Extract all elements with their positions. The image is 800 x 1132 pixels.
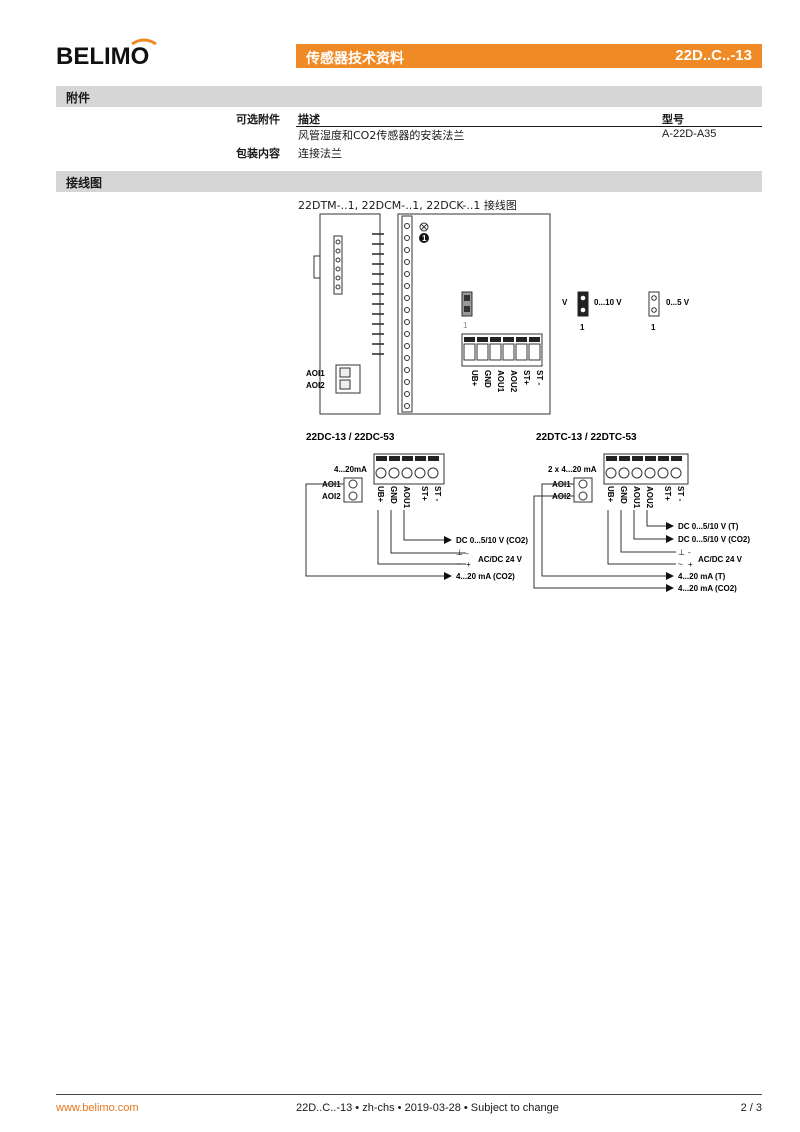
terminal-label: UB+ <box>376 486 385 503</box>
circuit-board <box>397 213 551 415</box>
output-label: 4...20 mA (CO2) <box>456 572 515 581</box>
header-bar: 传感器技术资料 22D..C..-13 <box>296 44 762 68</box>
col-description-header: 描述 <box>298 113 320 126</box>
aoi2-label: AOI2 <box>306 381 325 390</box>
minus-symbol: - <box>466 549 469 558</box>
terminal-label: GND <box>619 486 628 504</box>
output-label: DC 0...5/10 V (T) <box>678 522 739 531</box>
website-link[interactable]: www.belimo.com <box>56 1102 139 1114</box>
footer-rule <box>56 1094 762 1095</box>
terminal-label: ST+ <box>522 370 531 385</box>
terminal-label: GND <box>483 370 492 388</box>
device-wiring-drawing: AOI1 AOI2 1 1 UB+ GND AOU1 AOU2 ST+ ST - <box>306 213 690 415</box>
section-wiring: 接线图 <box>56 171 762 192</box>
jumper-10v-icon <box>577 291 589 317</box>
board-jumper-number: 1 <box>463 321 468 330</box>
belimo-logo: BELIMO <box>56 38 157 70</box>
section-accessories: 附件 <box>56 86 762 107</box>
current-label: 4...20mA <box>334 465 367 474</box>
optional-accessories-label: 可选附件 <box>236 113 280 126</box>
terminal-label: AOU1 <box>496 370 505 393</box>
tilde-symbol: ~ <box>456 560 461 569</box>
terminal-label: ST - <box>433 486 442 501</box>
aoi2-label: AOI2 <box>322 492 341 501</box>
document-title: 传感器技术资料 <box>306 51 404 67</box>
terminal-label: ST - <box>676 486 685 501</box>
jumper-10v-label: 0...10 V <box>594 298 622 307</box>
terminal-label: AOU2 <box>509 370 518 393</box>
terminal-label: ST - <box>535 370 544 385</box>
product-code: 22D..C..-13 <box>675 47 752 64</box>
terminal-label: UB+ <box>470 370 479 387</box>
diagram-title: 22DC-13 / 22DC-53 <box>306 432 395 443</box>
board-jumper <box>461 291 473 317</box>
plus-symbol: + <box>688 560 693 569</box>
table-header-rule <box>296 126 762 127</box>
output-label: DC 0...5/10 V (CO2) <box>678 535 750 544</box>
output-label: AC/DC 24 V <box>478 555 523 564</box>
terminal-label: AOU1 <box>632 486 641 509</box>
accessory-type: A-22D-A35 <box>662 128 717 140</box>
page-number: 2 / 3 <box>740 1102 762 1114</box>
col-type-header: 型号 <box>662 113 684 126</box>
marker-badge <box>419 233 429 243</box>
tilde-symbol: ~ <box>678 560 683 569</box>
wiring-caption: 22DTM-..1, 22DCM-..1, 22DCK-..1 接线图 <box>298 199 517 212</box>
delivery-label: 包装内容 <box>236 147 280 160</box>
ground-symbol: ⊥ <box>678 548 685 557</box>
jumper-5v-number: 1 <box>651 323 656 332</box>
terminal-label: ST+ <box>420 486 429 501</box>
ground-symbol: ⊥ <box>456 548 463 557</box>
terminal-label: AOU2 <box>645 486 654 509</box>
jumper-10v-number: 1 <box>580 323 585 332</box>
section-title: 附件 <box>66 91 91 105</box>
wiring-diagram-22dc: 22DC-13 / 22DC-53 4...20mA AOI1 AOI2 UB+… <box>305 432 528 581</box>
output-label: DC 0...5/10 V (CO2) <box>456 536 528 545</box>
wiring-diagram-22dtc: 22DTC-13 / 22DTC-53 2 x 4...20 mA AOI1 A… <box>533 432 750 593</box>
minus-symbol: - <box>688 548 691 557</box>
terminal-label: AOU1 <box>402 486 411 509</box>
accessory-description: 风管湿度和CO2传感器的安装法兰 <box>298 129 465 142</box>
output-label: 4...20 mA (T) <box>678 572 726 581</box>
output-label: AC/DC 24 V <box>698 555 743 564</box>
section-title: 接线图 <box>66 176 103 190</box>
marker-number: 1 <box>422 234 427 243</box>
terminal-label: ST+ <box>663 486 672 501</box>
footer-document-info: 22D..C..-13 • zh-chs • 2019-03-28 • Subj… <box>296 1102 559 1114</box>
current-label: 2 x 4...20 mA <box>548 465 597 474</box>
logo-arc-icon <box>131 38 157 46</box>
jumper-5v-label: 0...5 V <box>666 298 690 307</box>
delivery-value: 连接法兰 <box>298 147 342 160</box>
terminal-label: GND <box>389 486 398 504</box>
jumper-5v-icon <box>648 291 660 317</box>
aoi1-label: AOI1 <box>306 369 325 378</box>
terminal-label: UB+ <box>606 486 615 503</box>
logo-text: BELIMO <box>56 43 149 70</box>
output-label: 4...20 mA (CO2) <box>678 584 737 593</box>
diagram-title: 22DTC-13 / 22DTC-53 <box>536 432 637 443</box>
plus-symbol: + <box>466 560 471 569</box>
jumper-v-label: V <box>562 298 568 307</box>
